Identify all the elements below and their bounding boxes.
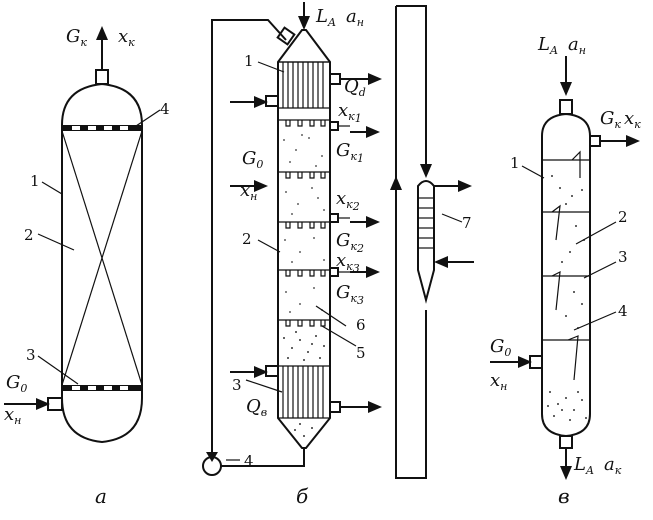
- part-b-3: 3: [232, 376, 242, 394]
- part-b-1: 1: [244, 52, 254, 70]
- part-v-2: 2: [618, 208, 628, 226]
- label-a-out-G: Gк: [66, 26, 87, 49]
- column-a-outlet-arrowhead: [96, 26, 108, 40]
- part-b-5: 5: [356, 344, 366, 362]
- label-b-Qv: Qв: [246, 396, 267, 419]
- column-b-shell: [277, 29, 331, 449]
- label-b-Gk1: Gк1: [336, 140, 364, 165]
- caption-a: а: [95, 484, 107, 508]
- part-a-4: 4: [160, 100, 170, 118]
- top-heat-exchanger-tubes: [278, 61, 330, 109]
- bottom-heat-exchanger-tubes: [278, 365, 330, 418]
- label-v-top-a: aн: [568, 34, 586, 57]
- leader-a-2: [37, 233, 75, 251]
- part-b-6: 6: [356, 316, 366, 334]
- label-v-xn: xн: [490, 370, 507, 393]
- label-b-xk2: xк2: [336, 188, 360, 213]
- label-v-out-x: xк: [624, 108, 641, 131]
- label-a-in-x: xн: [4, 404, 21, 427]
- label-b-Qd: Qd: [344, 76, 366, 99]
- label-v-bot-L: LA: [573, 454, 594, 477]
- leader-a-4: [135, 109, 161, 127]
- label-v-top-L: LA: [537, 34, 558, 57]
- label-b-xn: xн: [240, 180, 257, 203]
- column-v-bottom-nozzle: [559, 435, 573, 449]
- label-a-out-x: xк: [118, 26, 135, 49]
- leaders-b: [226, 61, 357, 461]
- part-a-1: 1: [30, 172, 40, 190]
- label-b-top-L: LA: [315, 6, 336, 29]
- column-b-section-plates: [278, 119, 330, 327]
- part-b-7: 7: [462, 214, 472, 232]
- column-a-shell: [61, 82, 143, 444]
- figure-v-column: LA aн Gк xк G0 xн LA aк 1 2 3 4 в: [490, 34, 641, 508]
- column-a-top-nozzle: [95, 69, 109, 85]
- heat-exchanger-7: [417, 180, 435, 304]
- label-b-Gk2: Gк2: [336, 230, 364, 255]
- leader-a-1: [41, 181, 63, 195]
- figure-b-column: LA aн Qd xк1 Gк1 G0 xн xк2 Gк2 xк3 Gк3 Q…: [202, 2, 474, 508]
- label-b-Gk3: Gк3: [336, 282, 364, 307]
- column-v-shelves: [542, 150, 590, 381]
- part-b-2: 2: [242, 230, 252, 248]
- leaders-v: [521, 165, 617, 331]
- label-b-xk1: xк1: [338, 100, 362, 125]
- leader-a-3: [37, 355, 79, 385]
- part-a-2: 2: [24, 226, 34, 244]
- column-a-top-grid: [62, 125, 142, 131]
- label-b-top-a: aн: [346, 6, 364, 29]
- label-b-G0: G0: [242, 148, 263, 171]
- column-b-flow-arrows: [230, 73, 382, 413]
- label-v-G0: G0: [490, 336, 511, 359]
- figure-a-column: Gк xк G0 xн 1 2 3 4 а: [4, 26, 170, 508]
- column-a-inlet-arrowhead: [36, 398, 50, 410]
- external-circuit: [390, 5, 474, 479]
- column-v-granules: [547, 175, 587, 421]
- caption-v: в: [558, 484, 570, 508]
- caption-b: б: [296, 484, 309, 508]
- label-v-bot-a: aк: [604, 454, 622, 477]
- label-v-out-G: Gк: [600, 108, 621, 131]
- label-a-in-G: G0: [6, 372, 27, 395]
- part-b-4: 4: [244, 452, 254, 470]
- column-v-side-outlet: [589, 135, 601, 147]
- part-v-3: 3: [618, 248, 628, 266]
- part-a-3: 3: [26, 346, 36, 364]
- part-v-1: 1: [510, 154, 520, 172]
- column-a-packing-line-2: [61, 130, 143, 386]
- column-a-bottom-grid: [62, 385, 142, 391]
- column-v-top-nozzle: [559, 99, 573, 115]
- part-v-4: 4: [618, 302, 628, 320]
- column-v-shell: [541, 112, 591, 438]
- recirculation-loop: [202, 2, 310, 476]
- column-b-granules: [283, 134, 325, 437]
- label-b-xk3: xк3: [336, 250, 360, 275]
- column-a-inlet-nozzle: [47, 397, 63, 411]
